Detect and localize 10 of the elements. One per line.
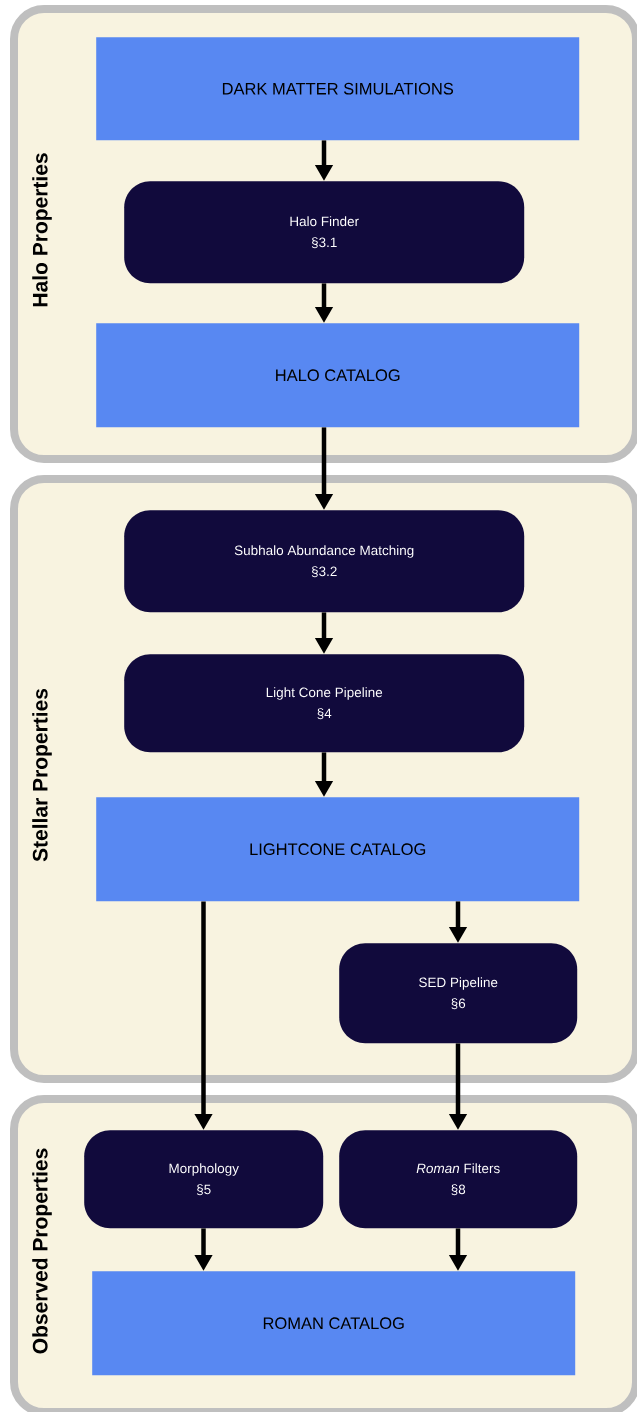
catalog-box: DARK MATTER SIMULATIONS (96, 37, 580, 141)
catalog-box: LIGHTCONE CATALOG (96, 797, 580, 902)
process-box: Roman Filters §8 (339, 1130, 578, 1229)
process-box: Morphology §5 (84, 1130, 324, 1229)
process-box: Halo Finder §3.1 (124, 181, 525, 284)
process-box: SED Pipeline §6 (339, 943, 578, 1044)
catalog-box: ROMAN CATALOG (92, 1271, 576, 1376)
catalog-box: HALO CATALOG (96, 323, 580, 428)
process-box: Light Cone Pipeline §4 (124, 654, 525, 753)
process-box: Subhalo Abundance Matching §3.2 (124, 510, 525, 613)
